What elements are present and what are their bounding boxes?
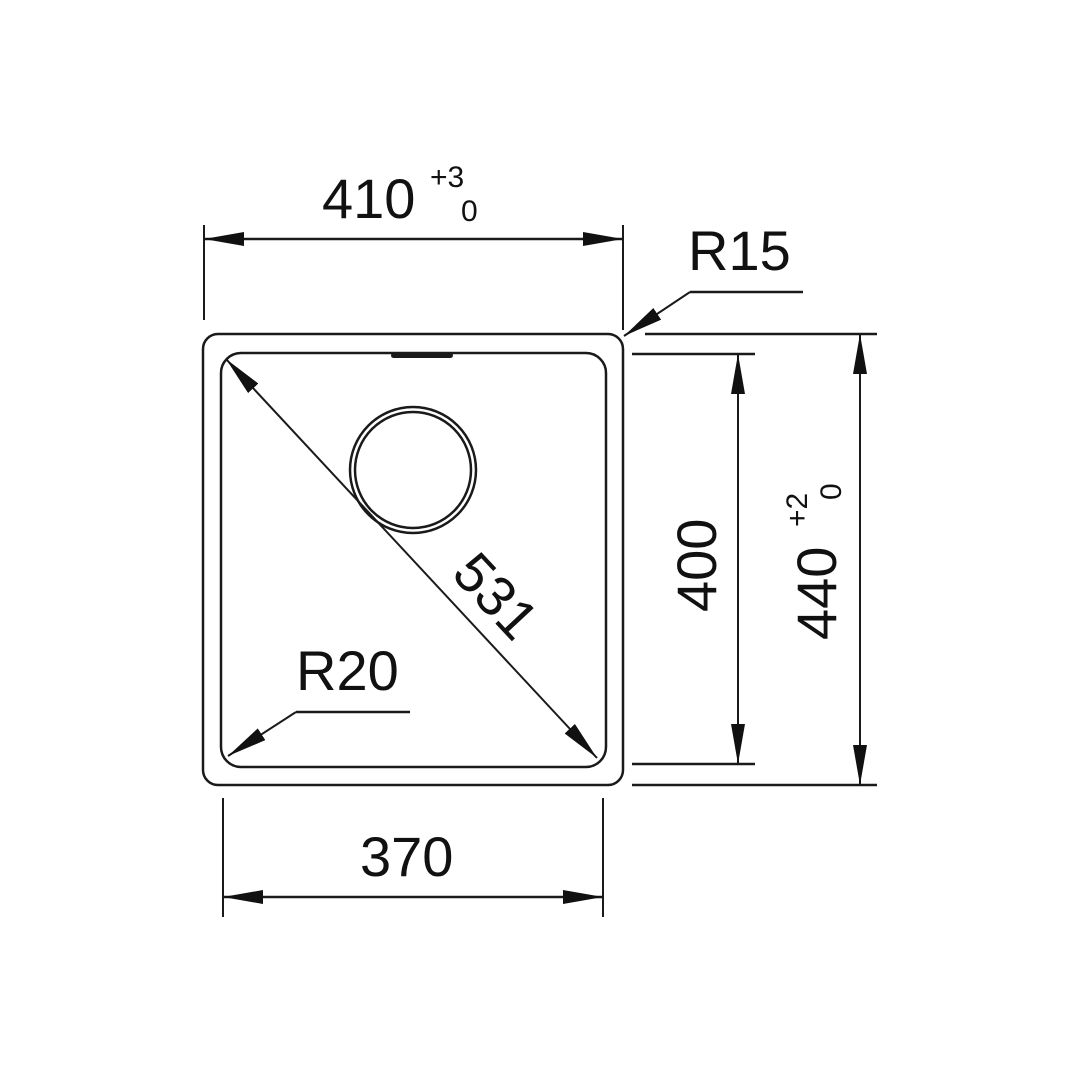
inner-radius-value: R20	[296, 639, 399, 702]
outer-height-tol-upper: +2	[781, 493, 814, 527]
outer-width-tol-upper: +3	[430, 161, 464, 194]
inner-height-value: 400	[665, 519, 728, 612]
inner-width-value: 370	[360, 825, 453, 888]
dimension-outer-width: 410 +3 0	[203, 161, 624, 330]
dimension-outer-radius: R15	[623, 219, 803, 337]
outer-width-tol-lower: 0	[461, 195, 478, 228]
dimension-diagonal: 531	[225, 358, 598, 759]
outer-sink-outline	[201, 332, 625, 787]
dimension-inner-width: 370	[222, 798, 604, 917]
outer-width-value: 410	[322, 167, 415, 230]
outer-height-tol-lower: 0	[815, 483, 848, 500]
outer-height-value: 440	[785, 547, 848, 640]
diagonal-value: 531	[441, 540, 551, 651]
overflow-slot	[391, 353, 453, 358]
dimension-inner-radius: R20	[227, 639, 410, 757]
dimension-outer-height: 440 +2 0	[632, 332, 877, 787]
dimension-inner-height: 400	[632, 352, 755, 766]
outer-radius-value: R15	[688, 219, 791, 282]
